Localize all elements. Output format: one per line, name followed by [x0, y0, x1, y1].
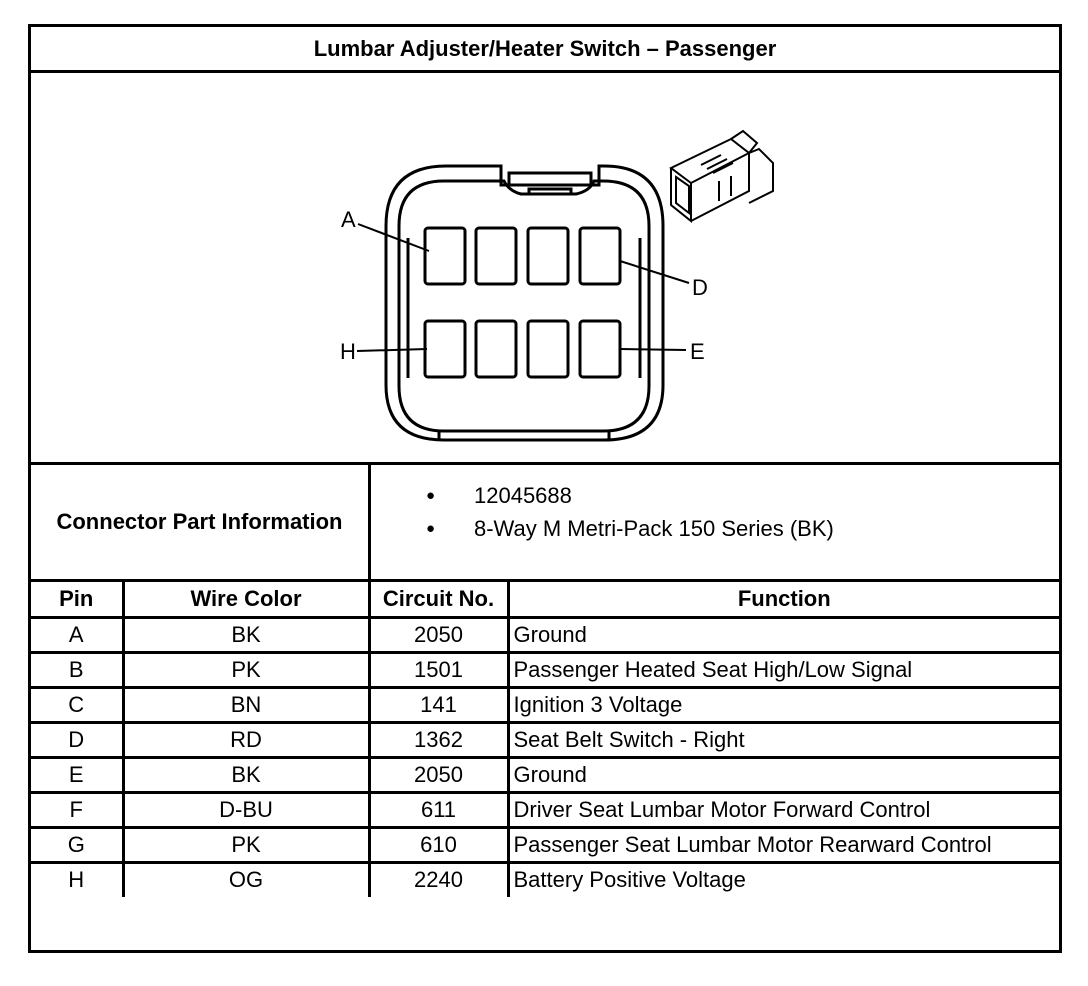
cell-pin: G [31, 825, 125, 864]
cell-function: Driver Seat Lumbar Motor Forward Control [506, 790, 1059, 829]
table-row: G PK 610 Passenger Seat Lumbar Motor Rea… [31, 825, 1059, 864]
pin-label-h: H [340, 339, 356, 364]
cell-circuit: 1362 [367, 720, 510, 759]
table-row: B PK 1501 Passenger Heated Seat High/Low… [31, 650, 1059, 689]
connector-diagram: A D H E [31, 73, 1059, 465]
table-row: A BK 2050 Ground [31, 615, 1059, 654]
cell-wire-color: BK [121, 755, 371, 794]
pin-label-d: D [692, 275, 708, 300]
part-info-item: 8-Way M Metri-Pack 150 Series (BK) [426, 512, 834, 545]
cell-wire-color: BN [121, 685, 371, 724]
connector-part-info: Connector Part Information 12045688 8-Wa… [31, 465, 1059, 582]
cell-function: Seat Belt Switch - Right [506, 720, 1059, 759]
part-info-item: 12045688 [426, 479, 834, 512]
connector-thumbnail-icon [669, 129, 774, 224]
cell-circuit: 2050 [367, 755, 510, 794]
cell-circuit: 2050 [367, 615, 510, 654]
cell-pin: F [31, 790, 125, 829]
connector-face-drawing: A D H E [340, 129, 774, 442]
table-row: E BK 2050 Ground [31, 755, 1059, 794]
cell-function: Ground [506, 755, 1059, 794]
cell-wire-color: PK [121, 650, 371, 689]
cell-circuit: 611 [367, 790, 510, 829]
cell-circuit: 141 [367, 685, 510, 724]
header-circuit: Circuit No. [367, 582, 510, 619]
sheet-title: Lumbar Adjuster/Heater Switch – Passenge… [31, 27, 1059, 73]
connector-sheet: Lumbar Adjuster/Heater Switch – Passenge… [28, 24, 1062, 953]
header-wire-color: Wire Color [121, 582, 371, 619]
cell-wire-color: OG [121, 860, 371, 897]
cell-circuit: 1501 [367, 650, 510, 689]
part-info-list: 12045688 8-Way M Metri-Pack 150 Series (… [426, 479, 834, 545]
header-pin: Pin [31, 582, 125, 619]
cell-wire-color: PK [121, 825, 371, 864]
cell-pin: B [31, 650, 125, 689]
cell-wire-color: RD [121, 720, 371, 759]
cell-pin: D [31, 720, 125, 759]
cell-function: Passenger Seat Lumbar Motor Rearward Con… [506, 825, 1059, 864]
cell-pin: H [31, 860, 125, 897]
cell-wire-color: BK [121, 615, 371, 654]
header-function: Function [506, 582, 1059, 619]
cell-pin: E [31, 755, 125, 794]
table-row: D RD 1362 Seat Belt Switch - Right [31, 720, 1059, 759]
cell-function: Ground [506, 615, 1059, 654]
part-info-label: Connector Part Information [31, 465, 371, 579]
pin-label-e: E [690, 339, 705, 364]
cell-function: Battery Positive Voltage [506, 860, 1059, 897]
cell-function: Ignition 3 Voltage [506, 685, 1059, 724]
table-header-row: Pin Wire Color Circuit No. Function [31, 582, 1059, 619]
cell-pin: C [31, 685, 125, 724]
table-row: F D-BU 611 Driver Seat Lumbar Motor Forw… [31, 790, 1059, 829]
pinout-table: Pin Wire Color Circuit No. Function A BK… [31, 582, 1059, 897]
cell-wire-color: D-BU [121, 790, 371, 829]
cell-pin: A [31, 615, 125, 654]
table-row: H OG 2240 Battery Positive Voltage [31, 860, 1059, 897]
table-row: C BN 141 Ignition 3 Voltage [31, 685, 1059, 724]
pin-label-a: A [341, 207, 356, 232]
cell-circuit: 2240 [367, 860, 510, 897]
cell-function: Passenger Heated Seat High/Low Signal [506, 650, 1059, 689]
cell-circuit: 610 [367, 825, 510, 864]
